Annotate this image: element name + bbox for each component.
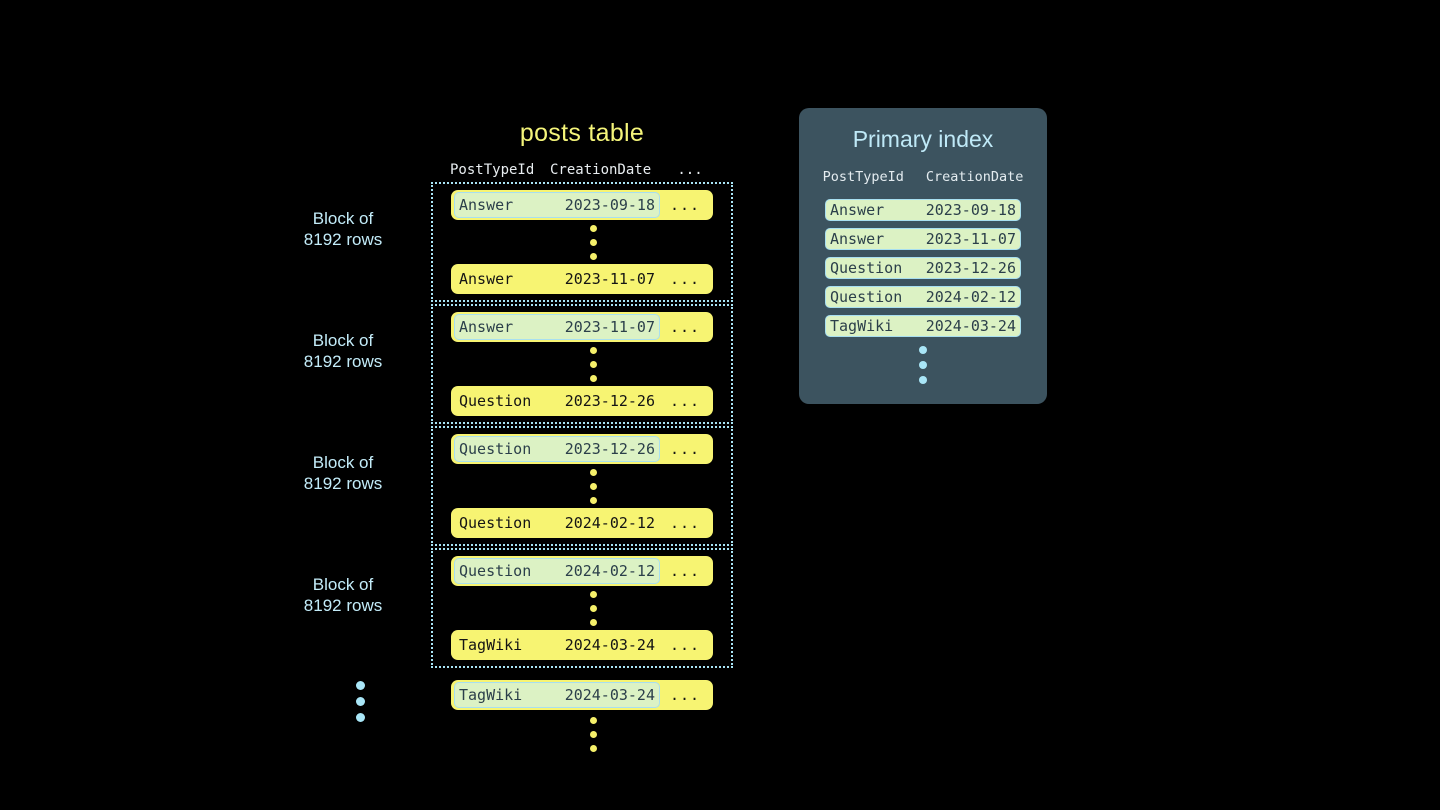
row-highlight-box: Answer 2023-09-18 [454, 192, 660, 218]
row-rest: ... [669, 440, 701, 458]
row-posttypeid: Question [459, 392, 532, 410]
table-row: Answer 2023-11-07 ... [451, 312, 713, 342]
index-row-posttypeid: Answer [830, 230, 885, 248]
row-rest: ... [669, 562, 701, 580]
row-cells: TagWiki 2024-03-24 [454, 632, 660, 658]
index-row-posttypeid: Answer [830, 201, 885, 219]
row-creationdate: 2024-03-24 [564, 686, 655, 704]
row-ellipsis-dots [455, 464, 731, 508]
index-row: TagWiki 2024-03-24 [825, 315, 1021, 337]
table-row: Answer 2023-09-18 ... [451, 190, 713, 220]
row-rest: ... [669, 392, 701, 410]
posts-table-title: posts table [519, 119, 645, 147]
row-creationdate: 2023-09-18 [564, 196, 655, 214]
row-ellipsis-dots [455, 220, 731, 264]
primary-index-rows: Answer 2023-09-18 Answer 2023-11-07 Ques… [799, 199, 1047, 337]
row-ellipsis-dots [455, 586, 731, 630]
primary-index-panel: Primary index PostTypeId CreationDate An… [799, 108, 1047, 404]
index-row: Answer 2023-11-07 [825, 228, 1021, 250]
column-header-creationdate: CreationDate [550, 162, 652, 178]
table-row: TagWiki 2024-03-24 ... [451, 680, 713, 710]
row-rest: ... [669, 686, 701, 704]
index-row: Question 2024-02-12 [825, 286, 1021, 308]
row-rest: ... [669, 318, 701, 336]
table-row: Question 2024-02-12 ... [451, 556, 713, 586]
posts-table-column-headers: PostTypeId CreationDate ... [431, 162, 733, 182]
block-label-line1: Block of [312, 453, 374, 472]
row-highlight-box: Answer 2023-11-07 [454, 314, 660, 340]
trailing-row-wrapper: TagWiki 2024-03-24 ... [431, 680, 733, 756]
table-block: Block of 8192 rows Answer 2023-11-07 ...… [304, 304, 733, 424]
block-label-line1: Block of [312, 575, 374, 594]
row-highlight-box: Question 2024-02-12 [454, 558, 660, 584]
table-row: Question 2023-12-26 ... [451, 434, 713, 464]
block-label-line2: 8192 rows [303, 230, 383, 249]
row-rest: ... [669, 196, 701, 214]
index-column-header-creationdate: CreationDate [925, 169, 1024, 185]
table-block: Block of 8192 rows Question 2024-02-12 .… [304, 548, 733, 668]
row-creationdate: 2023-12-26 [564, 392, 655, 410]
index-row: Question 2023-12-26 [825, 257, 1021, 279]
index-row-creationdate: 2023-11-07 [925, 230, 1016, 248]
row-creationdate: 2024-02-12 [564, 514, 655, 532]
row-creationdate: 2023-12-26 [564, 440, 655, 458]
row-creationdate: 2024-02-12 [564, 562, 655, 580]
index-row: Answer 2023-09-18 [825, 199, 1021, 221]
block-label: Block of 8192 rows [268, 574, 418, 616]
index-row-posttypeid: Question [830, 288, 903, 306]
block-label: Block of 8192 rows [268, 452, 418, 494]
row-posttypeid: Answer [459, 270, 514, 288]
block-label-line2: 8192 rows [303, 596, 383, 615]
index-row-creationdate: 2024-03-24 [925, 317, 1016, 335]
index-ellipsis-dots [799, 346, 1047, 384]
row-posttypeid: TagWiki [459, 686, 523, 704]
table-row: TagWiki 2024-03-24 ... [451, 630, 713, 660]
block-label-line2: 8192 rows [303, 352, 383, 371]
table-block: Block of 8192 rows Question 2023-12-26 .… [304, 426, 733, 546]
row-creationdate: 2023-11-07 [564, 318, 655, 336]
block-label: Block of 8192 rows [268, 330, 418, 372]
primary-index-column-headers: PostTypeId CreationDate [799, 169, 1047, 185]
table-row: Answer 2023-11-07 ... [451, 264, 713, 294]
column-header-rest: ... [677, 162, 703, 178]
block-label-line2: 8192 rows [303, 474, 383, 493]
column-header-posttypeid: PostTypeId [450, 162, 535, 178]
row-posttypeid: Answer [459, 196, 514, 214]
row-ellipsis-dots [455, 342, 731, 386]
index-column-header-posttypeid: PostTypeId [822, 169, 904, 185]
row-cells: Answer 2023-11-07 [454, 266, 660, 292]
index-row-creationdate: 2023-09-18 [925, 201, 1016, 219]
row-highlight-box: Question 2023-12-26 [454, 436, 660, 462]
table-row: Question 2024-02-12 ... [451, 508, 713, 538]
table-row: Question 2023-12-26 ... [451, 386, 713, 416]
index-row-posttypeid: TagWiki [830, 317, 894, 335]
table-ellipsis-dots [453, 712, 733, 756]
row-posttypeid: Answer [459, 318, 514, 336]
row-rest: ... [669, 636, 701, 654]
index-row-creationdate: 2024-02-12 [925, 288, 1016, 306]
index-row-posttypeid: Question [830, 259, 903, 277]
row-posttypeid: Question [459, 514, 532, 532]
blocks-continue-dots [356, 681, 365, 722]
block-label: Block of 8192 rows [268, 208, 418, 250]
row-posttypeid: Question [459, 440, 532, 458]
block-label-line1: Block of [312, 209, 374, 228]
row-cells: Question 2023-12-26 [454, 388, 660, 414]
row-cells: Question 2024-02-12 [454, 510, 660, 536]
index-row-creationdate: 2023-12-26 [925, 259, 1016, 277]
row-posttypeid: TagWiki [459, 636, 523, 654]
row-highlight-box: TagWiki 2024-03-24 [454, 682, 660, 708]
row-rest: ... [669, 270, 701, 288]
posts-table-diagram: posts table PostTypeId CreationDate ... … [304, 118, 733, 756]
row-creationdate: 2024-03-24 [564, 636, 655, 654]
row-rest: ... [669, 514, 701, 532]
row-posttypeid: Question [459, 562, 532, 580]
block-label-line1: Block of [312, 331, 374, 350]
row-creationdate: 2023-11-07 [564, 270, 655, 288]
table-block: Block of 8192 rows Answer 2023-09-18 ...… [304, 182, 733, 302]
primary-index-title: Primary index [852, 126, 994, 152]
